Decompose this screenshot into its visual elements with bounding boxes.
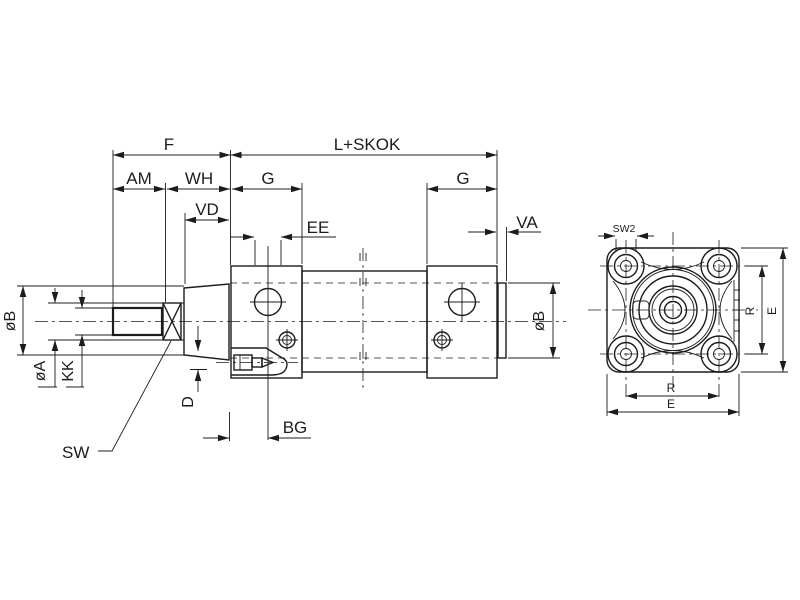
centerlines (35, 248, 566, 390)
rear-pivot-boss (497, 282, 507, 359)
rod-thread (111, 306, 164, 337)
extension-lines (17, 150, 560, 441)
rear-end-cap (426, 265, 507, 379)
tie-rod-lugs (607, 247, 738, 373)
piston-rod-circle (663, 300, 683, 320)
lug-bottom-left (607, 335, 645, 373)
lug-top-right (700, 247, 738, 285)
dim-label-ee: EE (307, 218, 330, 237)
sw-leader-line (98, 340, 172, 452)
flange-edge-detail (733, 280, 740, 342)
dim-label-e-vertical: E (765, 307, 779, 315)
dim-label-sw2: SW2 (613, 223, 636, 235)
dim-label-vd: VD (195, 200, 219, 219)
wrench-flats (162, 302, 182, 341)
rod-bush-circle (658, 295, 688, 325)
dim-label-sw: SW (62, 443, 89, 462)
dim-label-e-horizontal: E (667, 397, 675, 411)
key-tab (632, 300, 650, 320)
dim-label-d: D (180, 396, 197, 408)
dim-label-ob-right: øB (531, 311, 548, 331)
lug-top-left (607, 247, 645, 285)
dim-label-kk: KK (60, 360, 77, 382)
cushion-boss (231, 347, 288, 376)
dim-label-va: VA (516, 213, 538, 232)
front-end-cap (230, 246, 303, 440)
cushion-screw (233, 354, 275, 371)
end-view: SW2 R E R E (588, 223, 788, 416)
dim-label-ob-left: øB (2, 311, 19, 331)
front-collar-boss (183, 283, 230, 361)
dim-label-r-horizontal: R (667, 381, 676, 395)
lug-bottom-right (700, 335, 738, 373)
dim-label-bg: BG (283, 418, 308, 437)
piston-rod (48, 302, 184, 341)
dim-label-r-vertical: R (743, 306, 757, 315)
dim-label-wh: WH (185, 169, 213, 188)
dim-label-g-front: G (261, 169, 274, 188)
dim-label-l-skok: L+SKOK (334, 135, 401, 154)
central-bore (629, 266, 717, 354)
end-view-dimension-lines (598, 232, 787, 416)
side-view: F L+SKOK AM WH G G VD EE VA øB øA KK D S… (2, 135, 566, 462)
end-view-centerlines (588, 232, 768, 400)
front-tie-rod-circle (276, 329, 298, 351)
dim-label-g-rear: G (456, 169, 469, 188)
rear-tie-rod-circle (431, 329, 453, 351)
dimension-lines (19, 151, 557, 452)
dim-label-am: AM (126, 169, 152, 188)
dim-label-f: F (164, 135, 174, 154)
break-marks (359, 253, 367, 360)
dim-label-oa: øA (32, 360, 49, 381)
hidden-bore-lines (230, 282, 498, 359)
